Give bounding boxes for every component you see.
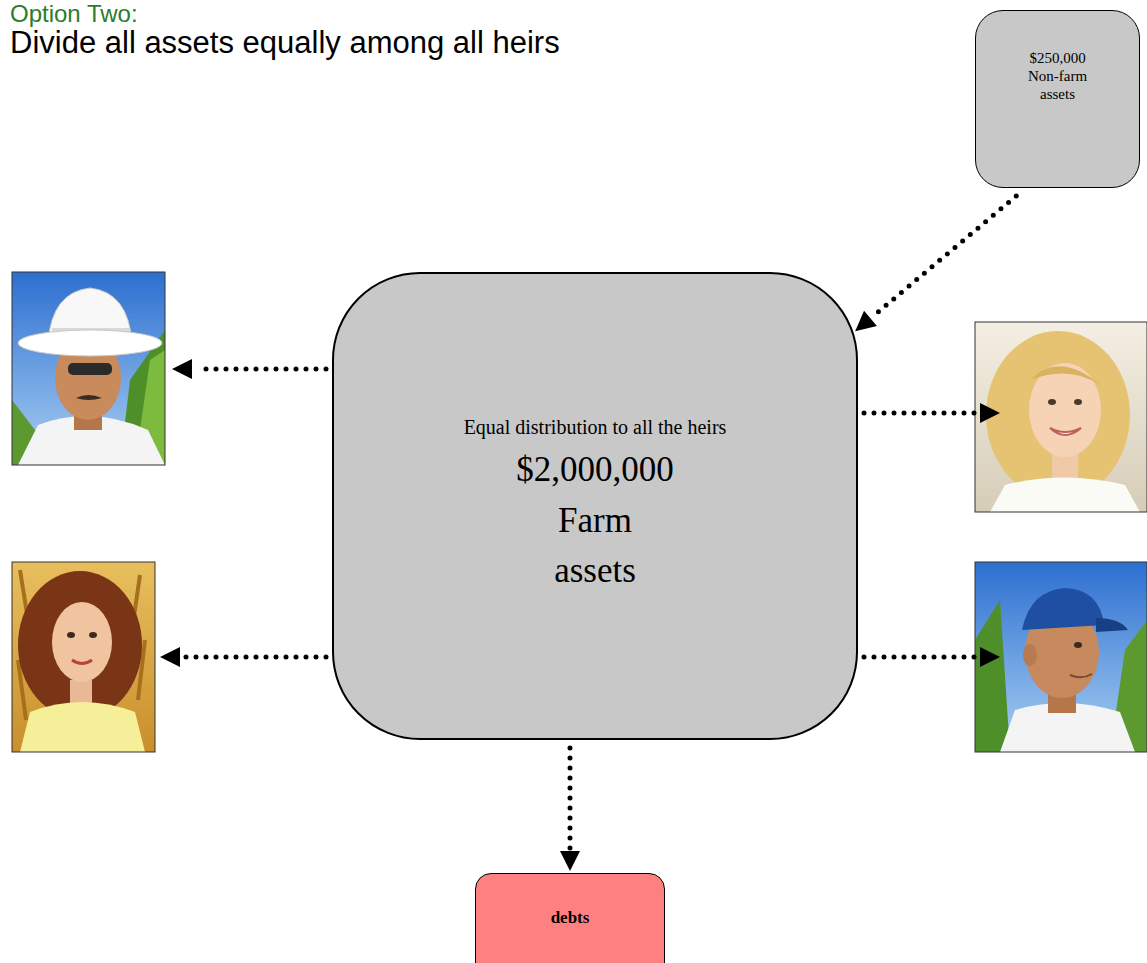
arrow-head [855, 311, 877, 332]
dotted-line [872, 196, 1016, 317]
connector [855, 196, 1016, 331]
node-heading: Equal distribution to all the heirs [464, 415, 727, 439]
text-stack: debts [551, 908, 590, 928]
node-heading: debts [551, 908, 590, 928]
person-photo [12, 272, 165, 465]
debt-box: debts [475, 873, 665, 963]
dotted-line [568, 748, 573, 849]
connector [560, 748, 580, 871]
person-photo [975, 322, 1147, 512]
asset-box: $250,000 Non-farm assets [975, 10, 1140, 188]
text-stack: $250,000 Non-farm assets [1022, 49, 1094, 103]
subtitle-wrap: Divide all assets equally among all heir… [10, 25, 560, 61]
text-stack: Equal distribution to all the heirs $2,00… [464, 415, 727, 597]
person-photo [12, 562, 155, 752]
person-photo [975, 562, 1147, 752]
node-heading: $250,000 Non-farm assets [1022, 49, 1094, 103]
subtitle: Divide all assets equally among all heir… [10, 25, 560, 61]
node-value: $2,000,000 Farm assets [507, 445, 683, 597]
arrow-head [560, 851, 580, 871]
farm-asset-box: Equal distribution to all the heirs $2,00… [332, 272, 858, 740]
title: Option Two: [10, 0, 138, 28]
title-wrap: Option Two: [10, 0, 138, 28]
